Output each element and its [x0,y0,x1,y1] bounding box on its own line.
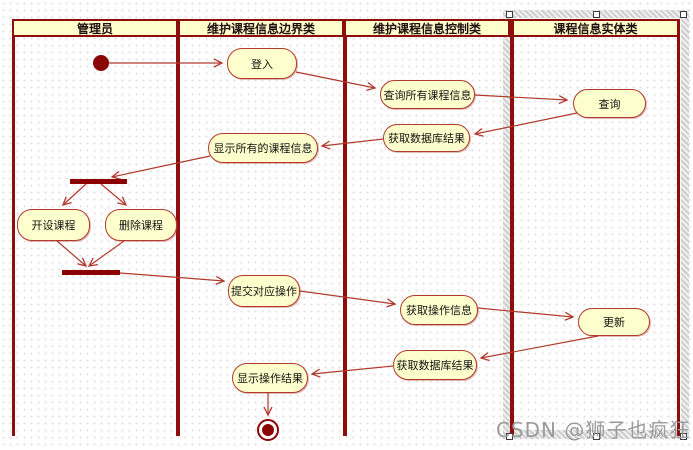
activity-update[interactable]: 更新 [578,308,650,336]
join-bar[interactable] [62,270,120,275]
final-node[interactable] [257,419,279,441]
lane-divider-2 [343,19,347,436]
lane-header-entity-class[interactable]: 课程信息实体类 [512,19,679,37]
lane-divider-3 [510,19,514,436]
activity-get-db-result-2[interactable]: 获取数据库结果 [393,350,477,380]
selection-hatch-right [681,10,689,439]
lane-divider-1 [176,19,180,436]
selection-handle-bottom-right[interactable] [680,433,687,440]
selection-handle-bottom-left[interactable] [506,433,513,440]
activity-show-all-course-info[interactable]: 显示所有的课程信息 [208,133,318,163]
activity-get-operation-info[interactable]: 获取操作信息 [400,295,478,325]
lane-header-admin[interactable]: 管理员 [12,19,178,37]
activity-get-db-result-1[interactable]: 获取数据库结果 [383,124,470,152]
activity-submit-operation[interactable]: 提交对应操作 [228,275,300,307]
initial-node[interactable] [93,55,109,71]
activity-show-operation-result[interactable]: 显示操作结果 [232,363,308,393]
activity-login[interactable]: 登入 [227,48,297,79]
selection-handle-top-left[interactable] [506,11,513,18]
activity-query[interactable]: 查询 [573,89,646,118]
selection-hatch-left [503,10,511,439]
activity-delete-course[interactable]: 删除课程 [105,209,177,241]
selection-handle-top-right[interactable] [680,11,687,18]
fork-bar[interactable] [70,179,127,184]
final-node-inner [262,424,274,436]
lane-header-control-class[interactable]: 维护课程信息控制类 [344,19,510,37]
selection-handle-top-mid[interactable] [593,11,600,18]
lane-header-boundary-class[interactable]: 维护课程信息边界类 [178,19,344,37]
lane-border-left [12,19,15,436]
activity-open-course[interactable]: 开设课程 [17,209,90,241]
selection-handle-bottom-mid[interactable] [593,433,600,440]
lane-border-right [677,19,680,436]
csdn-watermark: CSDN @狮子也疯狂 [496,418,691,442]
activity-query-all-course-info[interactable]: 查询所有课程信息 [380,80,475,109]
